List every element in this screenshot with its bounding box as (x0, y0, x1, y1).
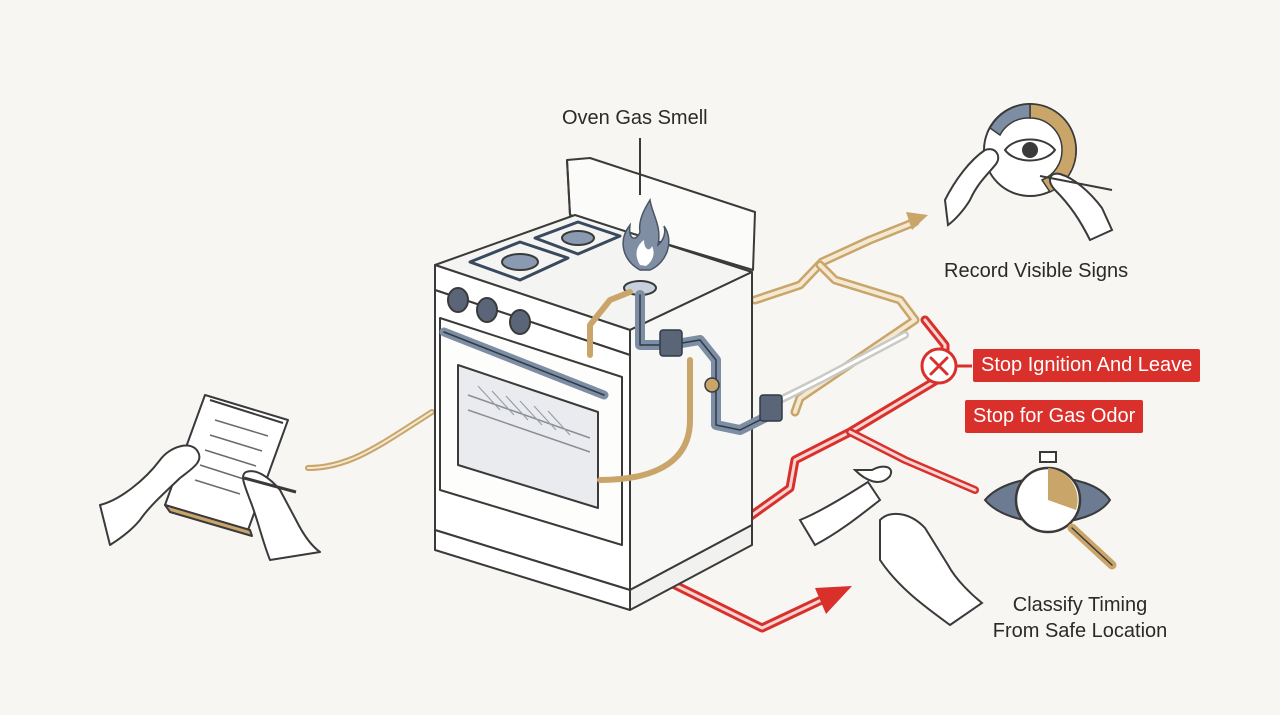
hands-icon (99, 444, 321, 561)
stop-x-icon (920, 347, 972, 385)
classify-timing-line2: From Safe Location (992, 620, 1168, 642)
record-path (750, 212, 928, 417)
gas-supply-path (305, 409, 435, 471)
record-arrowhead (906, 212, 928, 230)
flame-icon (622, 138, 670, 271)
gas-piping (587, 289, 909, 483)
timer-eye-magnifier-icon (798, 451, 1117, 627)
classify-timing-label: Classify Timing From Safe Location (980, 592, 1180, 644)
eye-inspection-icon (943, 103, 1114, 242)
stop-gas-odor-label: Stop for Gas Odor (965, 400, 1144, 433)
classify-timing-line1: Classify Timing (1012, 594, 1148, 616)
record-visible-signs-label: Record Visible Signs (944, 260, 1129, 282)
classify-arrowhead (815, 586, 852, 614)
stop-ignition-label: Stop Ignition And Leave (973, 349, 1201, 382)
diagram-title: Oven Gas Smell (562, 107, 708, 129)
